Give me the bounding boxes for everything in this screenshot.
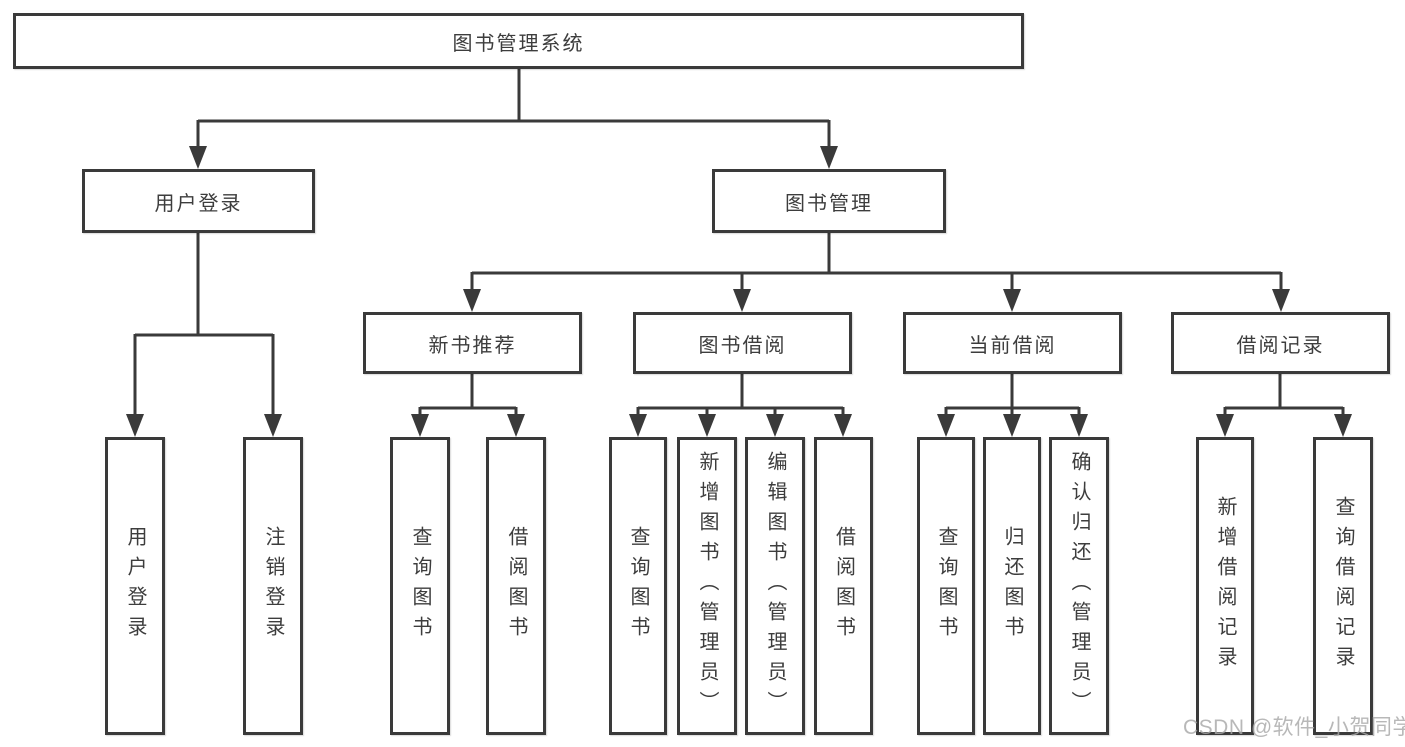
node-label: 新增借阅记录	[1214, 496, 1236, 676]
leaf-user-login: 用户登录	[105, 437, 165, 735]
node-new-book-recommend: 新书推荐	[363, 312, 582, 374]
node-label: 借阅图书	[505, 526, 527, 646]
node-label: 当前借阅	[968, 334, 1057, 357]
leaf-confirm-return-admin: 确认归还（管理员）	[1049, 437, 1109, 735]
node-label: 注销登录	[262, 526, 284, 646]
node-label: 用户登录	[124, 526, 146, 646]
node-library-system: 图书管理系统	[13, 13, 1024, 69]
node-label: 借阅图书	[832, 526, 855, 646]
node-label: 查询图书	[627, 526, 649, 646]
node-label: 归还图书	[1001, 526, 1023, 646]
node-label: 用户登录	[154, 192, 243, 215]
leaf-edit-books-admin: 编辑图书（管理员）	[745, 437, 805, 735]
leaf-query-books: 查询图书	[917, 437, 975, 735]
node-label: 确认归还（管理员）	[1068, 451, 1090, 721]
node-label: 查询借阅记录	[1332, 496, 1354, 676]
node-label: 编辑图书（管理员）	[764, 451, 786, 721]
leaf-add-books-admin: 新增图书（管理员）	[677, 437, 737, 735]
node-label: 新增图书（管理员）	[696, 451, 718, 721]
node-borrow-records: 借阅记录	[1171, 312, 1390, 374]
leaf-borrow-books: 借阅图书	[486, 437, 546, 735]
leaf-query-books: 查询图书	[390, 437, 450, 735]
leaf-return-books: 归还图书	[983, 437, 1041, 735]
node-current-borrow: 当前借阅	[903, 312, 1122, 374]
node-label: 图书管理	[785, 192, 873, 215]
leaf-query-borrow-record: 查询借阅记录	[1313, 437, 1373, 735]
node-book-management: 图书管理	[712, 169, 946, 233]
leaf-query-books: 查询图书	[609, 437, 667, 735]
node-label: 新书推荐	[428, 334, 517, 357]
node-label: 查询图书	[409, 526, 431, 646]
node-label: 图书管理系统	[452, 32, 585, 55]
node-book-borrow: 图书借阅	[633, 312, 852, 374]
csdn-watermark: CSDN @软件_小贺同学	[1183, 716, 1405, 739]
node-label: 图书借阅	[698, 334, 787, 357]
node-user-login: 用户登录	[82, 169, 315, 233]
node-label: 查询图书	[935, 526, 957, 646]
leaf-logout: 注销登录	[243, 437, 303, 735]
leaf-add-borrow-record: 新增借阅记录	[1196, 437, 1254, 735]
node-label: 借阅记录	[1236, 334, 1325, 357]
leaf-borrow-books: 借阅图书	[814, 437, 873, 735]
